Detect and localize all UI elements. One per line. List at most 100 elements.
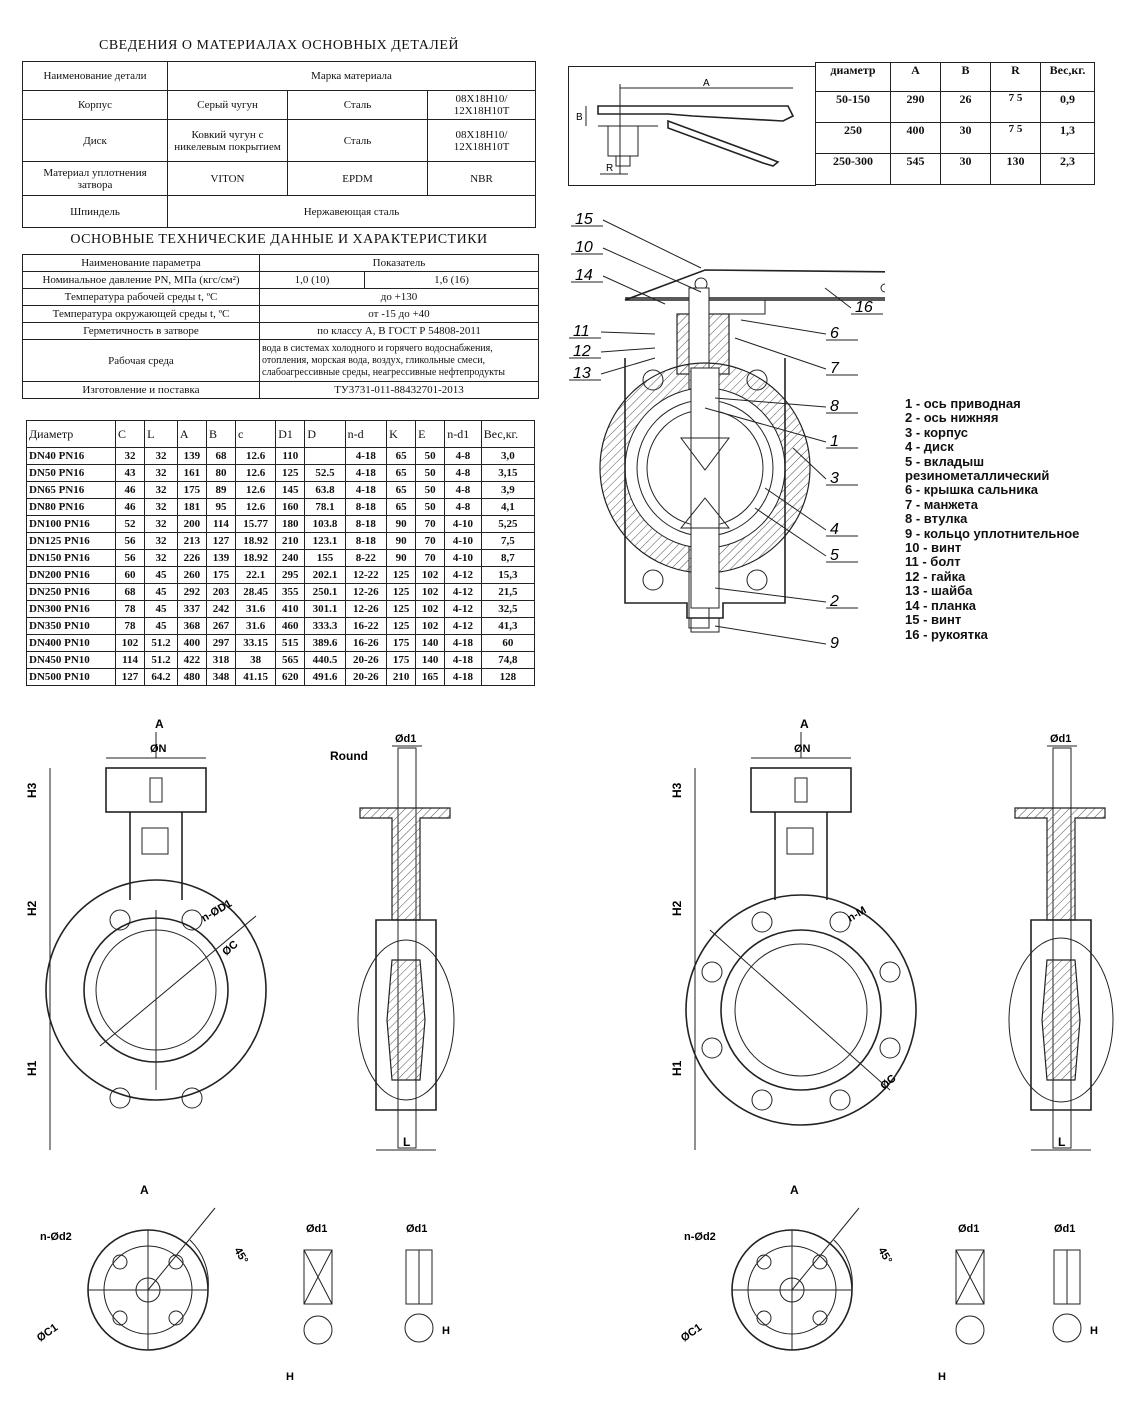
table-cell: 3,0 — [480, 447, 536, 465]
callout-number: 2 — [829, 593, 839, 610]
table-cell: 15,3 — [480, 566, 536, 584]
table-cell: до +130 — [259, 288, 539, 306]
table-cell: 65 — [386, 464, 417, 482]
table-cell: 21,5 — [480, 583, 536, 601]
dim-label-n: ØN — [150, 743, 167, 755]
table-header: C — [114, 420, 146, 448]
table-cell: 41,3 — [480, 617, 536, 635]
callout-number: 14 — [575, 267, 593, 284]
table-cell: 12-22 — [344, 566, 388, 584]
table-cell: 7,5 — [480, 532, 536, 550]
table-header: B — [205, 420, 237, 448]
table-header: E — [415, 420, 446, 448]
table-cell: 295 — [275, 566, 306, 584]
table-cell: Температура рабочей среды t, ºС — [22, 288, 260, 306]
table-cell: 74,8 — [480, 651, 536, 669]
table-cell: 2,3 — [1040, 153, 1095, 185]
table-cell: DN65 PN16 — [26, 481, 116, 499]
table-cell: 292 — [176, 583, 207, 601]
table-cell: 4-12 — [444, 617, 482, 635]
table-cell: 139 — [176, 447, 207, 465]
table-cell: 46 — [114, 481, 146, 499]
table-cell: Шпиндель — [22, 195, 168, 228]
table-cell: 46 — [114, 498, 146, 516]
table-cell: DN300 PN16 — [26, 600, 116, 618]
table-cell: 368 — [176, 617, 207, 635]
table-cell: 65 — [386, 447, 417, 465]
view-label-a: A — [140, 1183, 149, 1197]
dim-label-h: H — [286, 1371, 294, 1383]
table-cell: 140 — [415, 651, 446, 669]
dim-label-h3: H3 — [670, 782, 684, 798]
table-header: диаметр — [815, 62, 891, 92]
table-cell: Номинальное давление PN, МПа (кгс/см²) — [22, 271, 260, 289]
table-cell: 348 — [205, 668, 237, 686]
table-cell: 301.1 — [304, 600, 346, 618]
callout-2: 2 — [714, 587, 858, 610]
table-cell: 32 — [144, 515, 178, 533]
tech-title: ОСНОВНЫЕ ТЕХНИЧЕСКИЕ ДАННЫЕ И ХАРАКТЕРИС… — [70, 232, 488, 247]
table-cell: 102 — [415, 566, 446, 584]
callout-5: 5 — [754, 507, 858, 564]
dim-label-nm: n-M — [846, 904, 869, 924]
table-cell: 30 — [940, 122, 991, 154]
legend-item: 1 - ось приводная — [905, 396, 1021, 411]
table-cell: 08Х18Н10/ 12Х18Н10Т — [427, 119, 536, 162]
table-cell: 102 — [114, 634, 146, 652]
table-header: Диаметр — [26, 420, 116, 448]
flange-detail-left: A n-Ød2 ØC1 45° Ød1 H Ød1 H — [35, 1183, 450, 1383]
callout-9: 9 — [714, 625, 839, 648]
table-cell: 18.92 — [235, 549, 277, 567]
table-cell: 4-18 — [344, 464, 388, 482]
dim-label-c1: ØC1 — [35, 1322, 60, 1345]
table-cell: 4-8 — [444, 464, 482, 482]
legend-item: 13 - шайба — [905, 583, 973, 599]
dim-label-h: H — [1090, 1325, 1098, 1337]
table-cell: 250 — [815, 122, 891, 154]
dim-label-c: ØC — [220, 938, 240, 958]
view-label-a: A — [800, 717, 809, 731]
table-cell: 32,5 — [480, 600, 536, 618]
table-cell: 400 — [176, 634, 207, 652]
dim-label-r: R — [606, 163, 613, 174]
callout-number: 3 — [830, 470, 839, 487]
table-cell: DN400 PN10 — [26, 634, 116, 652]
table-cell: 4-18 — [444, 668, 482, 686]
lug-valve-drawing: A ØN H3 H2 H1 n-M ØC Ød1 L — [670, 717, 1114, 1151]
table-cell: 297 — [205, 634, 237, 652]
table-cell: 90 — [386, 549, 417, 567]
legend-item: 9 - кольцо уплотнительное — [905, 525, 1080, 541]
table-cell: 4,1 — [480, 498, 536, 516]
table-cell: 8-18 — [344, 515, 388, 533]
table-cell: 08Х18Н10/ 12Х18Н10Т — [427, 90, 536, 120]
legend-item: 15 - винт — [905, 612, 962, 628]
table-cell: 4-18 — [444, 634, 482, 652]
table-cell: ТУ3731-011-88432701-2013 — [259, 381, 539, 399]
view-label-a: A — [790, 1183, 799, 1197]
legend-item: 11 - болт — [905, 554, 961, 570]
table-cell: 202.1 — [304, 566, 346, 584]
table-cell: 78.1 — [304, 498, 346, 516]
table-cell: DN80 PN16 — [26, 498, 116, 516]
table-cell: 31.6 — [235, 600, 277, 618]
table-cell: вода в системах холодного и горячего вод… — [259, 339, 539, 382]
callout-number: 1 — [830, 433, 839, 450]
wafer-valve-drawing: A ØN H3 H2 H1 n-ØD1 ØC Round Ød1 L — [25, 717, 455, 1151]
table-cell: 33.15 — [235, 634, 277, 652]
dim-label-nd2: n-Ød2 — [684, 1231, 716, 1243]
table-cell: 267 — [205, 617, 237, 635]
table-cell: 460 — [275, 617, 306, 635]
legend-item: 2 - ось нижняя — [905, 410, 999, 426]
table-cell: 52 — [114, 515, 146, 533]
round-label: Round — [330, 749, 368, 763]
table-cell: DN250 PN16 — [26, 583, 116, 601]
callout-3: 3 — [792, 447, 858, 487]
table-cell: 250-300 — [815, 153, 891, 185]
table-cell: 51.2 — [144, 634, 178, 652]
table-cell: 210 — [275, 532, 306, 550]
table-cell: 545 — [890, 153, 941, 185]
legend-item: 3 - корпус — [905, 424, 968, 440]
